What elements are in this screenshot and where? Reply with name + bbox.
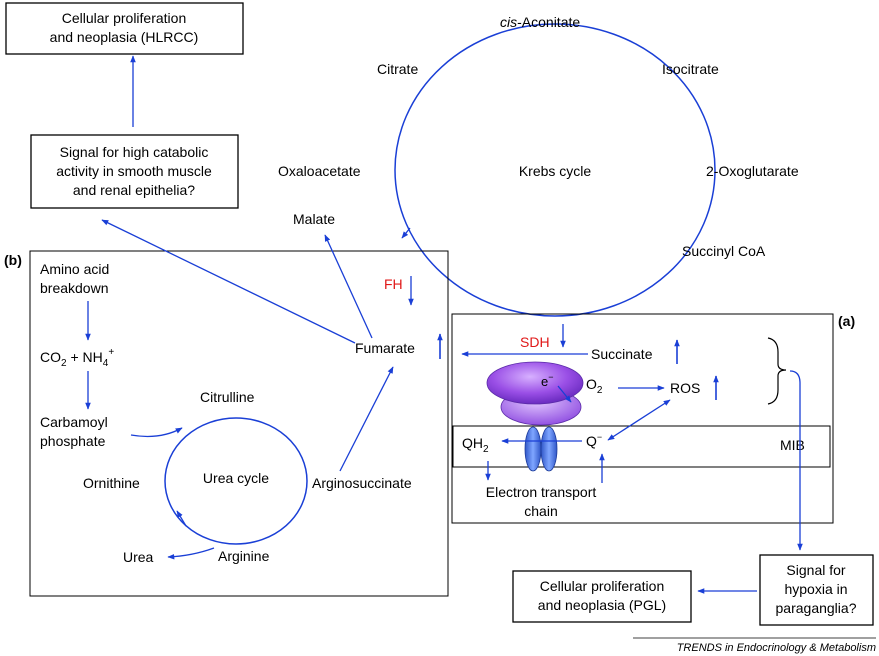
brace-to-hypoxia-arrow [789, 370, 803, 551]
carbamoyl-to-citrulline-arrow [130, 427, 183, 438]
oxoglutarate-label: 2-Oxoglutarate [706, 163, 799, 179]
sdh-complex [486, 361, 584, 472]
krebs-cycle-label: Krebs cycle [519, 163, 592, 179]
fumarate-to-signal-arrow [101, 219, 356, 344]
citrulline-label: Citrulline [200, 389, 255, 405]
panel-a-label: (a) [838, 313, 855, 329]
urea-cycle-label: Urea cycle [203, 470, 269, 486]
citrate-label: Citrate [377, 61, 418, 77]
qh2-label: QH2 [462, 435, 489, 455]
electron-arrow [557, 385, 572, 403]
panel-b-label: (b) [4, 252, 22, 268]
arginine-to-urea-arrow [167, 547, 215, 560]
etc-line-2: chain [524, 503, 557, 519]
co2-nh4-label: CO2 + NH4+ [40, 347, 114, 369]
etc-line-1: Electron transport [486, 484, 597, 500]
arginosuccinate-label: Arginosuccinate [312, 475, 412, 491]
urea-cycle-circle [164, 417, 308, 545]
amino-acid-line-1: Amino acid [40, 261, 109, 277]
urea-label: Urea [123, 549, 154, 565]
hypoxia-line-1: Signal for [786, 562, 845, 578]
hlrcc-box: Cellular proliferation and neoplasia (HL… [5, 2, 244, 55]
hypoxia-line-2: hypoxia in [784, 581, 847, 597]
pgl-box: Cellular proliferation and neoplasia (PG… [512, 570, 692, 623]
oxygen-label: O2 [586, 376, 603, 396]
q-ros-arrow [607, 399, 671, 441]
membrane-band [452, 425, 831, 468]
pgl-line-1: Cellular proliferation [540, 578, 665, 594]
oxaloacetate-label: Oxaloacetate [278, 163, 361, 179]
catabolic-line-2: activity in smooth muscle [56, 163, 212, 179]
panel-b-frame [29, 250, 449, 597]
isocitrate-label: Isocitrate [662, 61, 719, 77]
fh-enzyme-label: FH [384, 276, 403, 292]
hlrcc-line-1: Cellular proliferation [62, 10, 187, 26]
fumarate-label: Fumarate [355, 340, 415, 356]
krebs-return-arrow [401, 227, 411, 239]
krebs-cycle-circle [394, 23, 716, 317]
q-label: Q− [586, 432, 602, 449]
carbamoyl-line-1: Carbamoyl [40, 414, 108, 430]
arginosuccinate-to-fumarate-arrow [339, 366, 394, 472]
carbamoyl-line-2: phosphate [40, 433, 106, 449]
succinate-label: Succinate [591, 346, 653, 362]
arginine-label: Arginine [218, 548, 270, 564]
cis-aconitate-label: cis-Aconitate [500, 14, 580, 30]
hlrcc-line-2: and neoplasia (HLRCC) [50, 29, 199, 45]
catabolic-box: Signal for high catabolic activity in sm… [30, 134, 239, 209]
ros-label: ROS [670, 380, 700, 396]
urea-cycle-direction-arrow [176, 510, 187, 527]
pgl-line-2: and neoplasia (PGL) [538, 597, 666, 613]
amino-acid-line-2: breakdown [40, 280, 109, 296]
right-brace [767, 337, 787, 405]
panel-a-frame [451, 313, 834, 524]
ornithine-label: Ornithine [83, 475, 140, 491]
electron-label: e− [541, 372, 554, 389]
journal-credit: TRENDS in Endocrinology & Metabolism [677, 642, 876, 654]
hypoxia-box: Signal for hypoxia in paraganglia? [759, 554, 874, 626]
malate-label: Malate [293, 211, 335, 227]
mib-label: MIB [780, 437, 805, 453]
catabolic-line-3: and renal epithelia? [73, 182, 195, 198]
succinyl-coa-label: Succinyl CoA [682, 243, 766, 259]
sdh-enzyme-label: SDH [520, 334, 550, 350]
fumarate-to-malate-arrow [324, 234, 373, 339]
hypoxia-line-3: paraganglia? [776, 600, 857, 616]
catabolic-line-1: Signal for high catabolic [60, 144, 209, 160]
